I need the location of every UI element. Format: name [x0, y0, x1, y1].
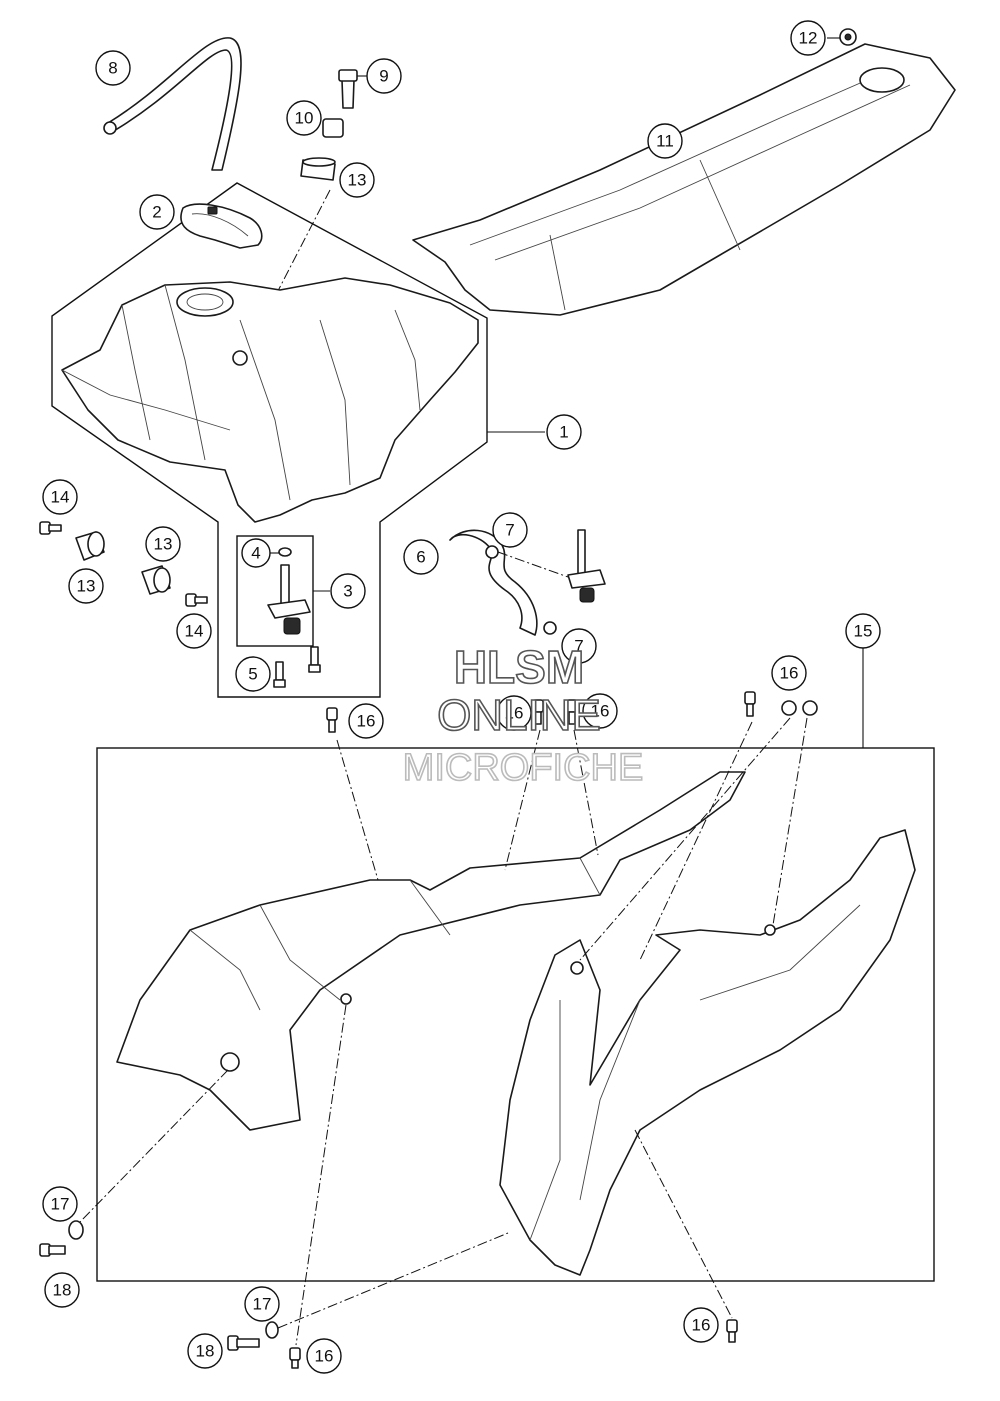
- callout-17-left: 17: [42, 1186, 78, 1222]
- svg-text:17: 17: [253, 1295, 272, 1314]
- svg-text:13: 13: [154, 535, 173, 554]
- svg-text:12: 12: [799, 29, 818, 48]
- callout-16-f: 16: [306, 1338, 342, 1374]
- watermark-line-3: MICROFICHE: [403, 747, 644, 789]
- callout-3: 3: [330, 573, 366, 609]
- callout-2: 2: [139, 194, 175, 230]
- callout-9: 9: [366, 58, 402, 94]
- svg-text:16: 16: [505, 704, 524, 723]
- svg-text:16: 16: [780, 664, 799, 683]
- svg-text:16: 16: [692, 1316, 711, 1335]
- washer: [68, 1220, 84, 1240]
- svg-text:2: 2: [152, 203, 161, 222]
- callout-18-left: 18: [44, 1272, 80, 1308]
- callout-10: 10: [286, 100, 322, 136]
- svg-text:6: 6: [416, 548, 425, 567]
- screw: [275, 661, 284, 681]
- svg-text:16: 16: [357, 712, 376, 731]
- right-spoiler: [499, 829, 916, 1276]
- callout-17-bottom: 17: [244, 1286, 280, 1322]
- svg-text:13: 13: [348, 171, 367, 190]
- watermark: HLSM ONLINE MICROFICHE: [402, 640, 644, 790]
- callout-16-c: 16: [582, 693, 618, 729]
- svg-text:5: 5: [248, 665, 257, 684]
- tank-assembly-frame: [51, 182, 488, 698]
- callout-11: 11: [647, 123, 683, 159]
- svg-text:17: 17: [51, 1195, 70, 1214]
- screw: [310, 646, 319, 666]
- svg-text:8: 8: [108, 59, 117, 78]
- fuel-tank: [61, 277, 479, 523]
- callout-14-right: 14: [176, 613, 212, 649]
- o-ring: [278, 547, 292, 557]
- svg-text:15: 15: [854, 622, 873, 641]
- svg-text:1: 1: [559, 423, 568, 442]
- callout-13-top: 13: [339, 162, 375, 198]
- svg-text:3: 3: [343, 582, 352, 601]
- svg-text:14: 14: [185, 622, 204, 641]
- callout-1: 1: [546, 414, 582, 450]
- svg-text:7: 7: [574, 637, 583, 656]
- fuel-tap: [280, 564, 290, 606]
- svg-text:4: 4: [251, 544, 260, 563]
- callout-12: 12: [790, 20, 826, 56]
- svg-text:18: 18: [196, 1342, 215, 1361]
- svg-text:13: 13: [77, 577, 96, 596]
- callout-15: 15: [845, 613, 881, 649]
- callout-7-lower: 7: [561, 628, 597, 664]
- spoiler-screw: [326, 707, 338, 721]
- callout-8: 8: [95, 50, 131, 86]
- spoiler-screw: [781, 700, 797, 716]
- svg-text:7: 7: [505, 521, 514, 540]
- spoiler-screw: [744, 691, 756, 705]
- svg-text:9: 9: [379, 67, 388, 86]
- hose-clamp: [485, 545, 499, 559]
- svg-text:14: 14: [51, 488, 70, 507]
- callout-4: 4: [241, 538, 271, 568]
- spoiler-screw: [289, 1347, 301, 1361]
- callout-16-e: 16: [683, 1307, 719, 1343]
- washer: [265, 1321, 279, 1339]
- mounting-bolt: [341, 79, 355, 109]
- watermark-line-1: HLSM: [454, 641, 584, 693]
- hose-clamp: [543, 621, 557, 635]
- callout-18-bottom: 18: [187, 1333, 223, 1369]
- fuel-cap: [180, 203, 263, 249]
- callout-7-upper: 7: [492, 512, 528, 548]
- callout-16-a: 16: [348, 703, 384, 739]
- callout-5: 5: [235, 656, 271, 692]
- bushing: [322, 118, 344, 138]
- spoiler-kit-frame: [96, 747, 935, 1282]
- svg-text:10: 10: [295, 109, 314, 128]
- callout-13-mid: 13: [145, 526, 181, 562]
- callout-16-b: 16: [496, 695, 532, 731]
- callout-6: 6: [403, 539, 439, 575]
- callout-14-left: 14: [42, 479, 78, 515]
- callout-13-left: 13: [68, 568, 104, 604]
- left-spoiler: [116, 771, 746, 1131]
- svg-text:16: 16: [591, 702, 610, 721]
- spoiler-screw: [726, 1319, 738, 1333]
- watermark-line-2: ONLINE: [437, 691, 601, 740]
- svg-text:16: 16: [315, 1347, 334, 1366]
- spoiler-screw: [802, 700, 818, 716]
- fuel-tap-outer: [577, 529, 586, 579]
- fuel-hose: [107, 37, 242, 171]
- svg-text:18: 18: [53, 1281, 72, 1300]
- svg-text:11: 11: [656, 132, 674, 151]
- callout-16-d: 16: [771, 655, 807, 691]
